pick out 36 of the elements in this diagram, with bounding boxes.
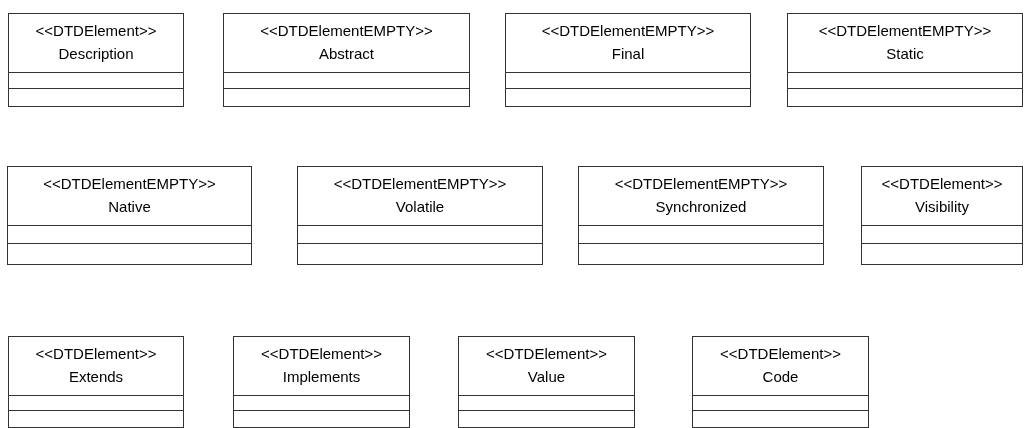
class-name: Implements (282, 367, 361, 387)
class-box (787, 13, 1023, 107)
stereotype-label: <<DTDElement>> (35, 21, 157, 41)
class-box (458, 336, 635, 428)
class-box (505, 13, 751, 107)
class-name: Abstract (319, 44, 374, 64)
class-name: Code (762, 367, 799, 387)
class-box (8, 336, 184, 428)
stereotype-label: <<DTDElement>> (35, 344, 157, 364)
class-name: Extends (68, 367, 124, 387)
stereotype-label: <<DTDElement>> (881, 174, 1003, 194)
stereotype-label: <<DTDElementEMPTY>> (333, 174, 507, 194)
stereotype-label: <<DTDElementEMPTY>> (43, 174, 216, 194)
class-name: Value (527, 367, 566, 387)
class-name: Description (58, 44, 134, 64)
class-box (233, 336, 410, 428)
class-name: Final (611, 44, 645, 64)
class-name: Volatile (395, 197, 445, 217)
stereotype-label: <<DTDElement>> (486, 344, 607, 364)
stereotype-label: <<DTDElementEMPTY>> (541, 21, 715, 41)
stereotype-label: <<DTDElementEMPTY>> (614, 174, 788, 194)
stereotype-label: <<DTDElementEMPTY>> (260, 21, 433, 41)
class-name: Native (108, 197, 151, 217)
class-box (223, 13, 470, 107)
class-name: Synchronized (655, 197, 747, 217)
class-box (297, 166, 543, 265)
stereotype-label: <<DTDElement>> (261, 344, 382, 364)
class-box (578, 166, 824, 265)
stereotype-label: <<DTDElement>> (720, 344, 841, 364)
stereotype-label: <<DTDElementEMPTY>> (818, 21, 992, 41)
class-name: Visibility (915, 197, 969, 217)
class-box (861, 166, 1023, 265)
class-box (7, 166, 252, 265)
class-box (8, 13, 184, 107)
class-name: Static (886, 44, 924, 64)
class-box (692, 336, 869, 428)
